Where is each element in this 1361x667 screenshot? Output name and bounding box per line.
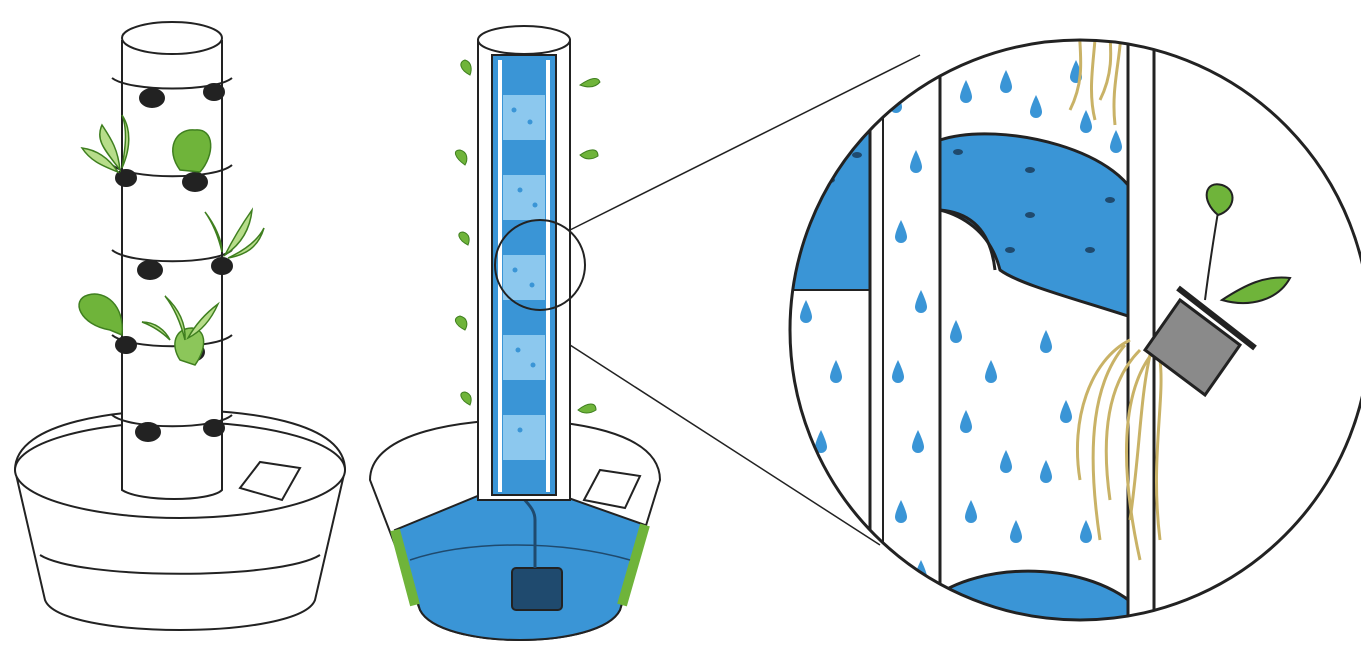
lettuce-icon [173, 130, 211, 172]
tower-exterior-panel [15, 22, 345, 630]
lettuce-icon [175, 328, 204, 365]
magnified-detail-panel [790, 0, 1361, 662]
pump-icon [512, 568, 562, 610]
lettuce-icon [79, 294, 122, 335]
tower-cutaway-panel [370, 26, 660, 640]
tower-top [122, 22, 222, 54]
